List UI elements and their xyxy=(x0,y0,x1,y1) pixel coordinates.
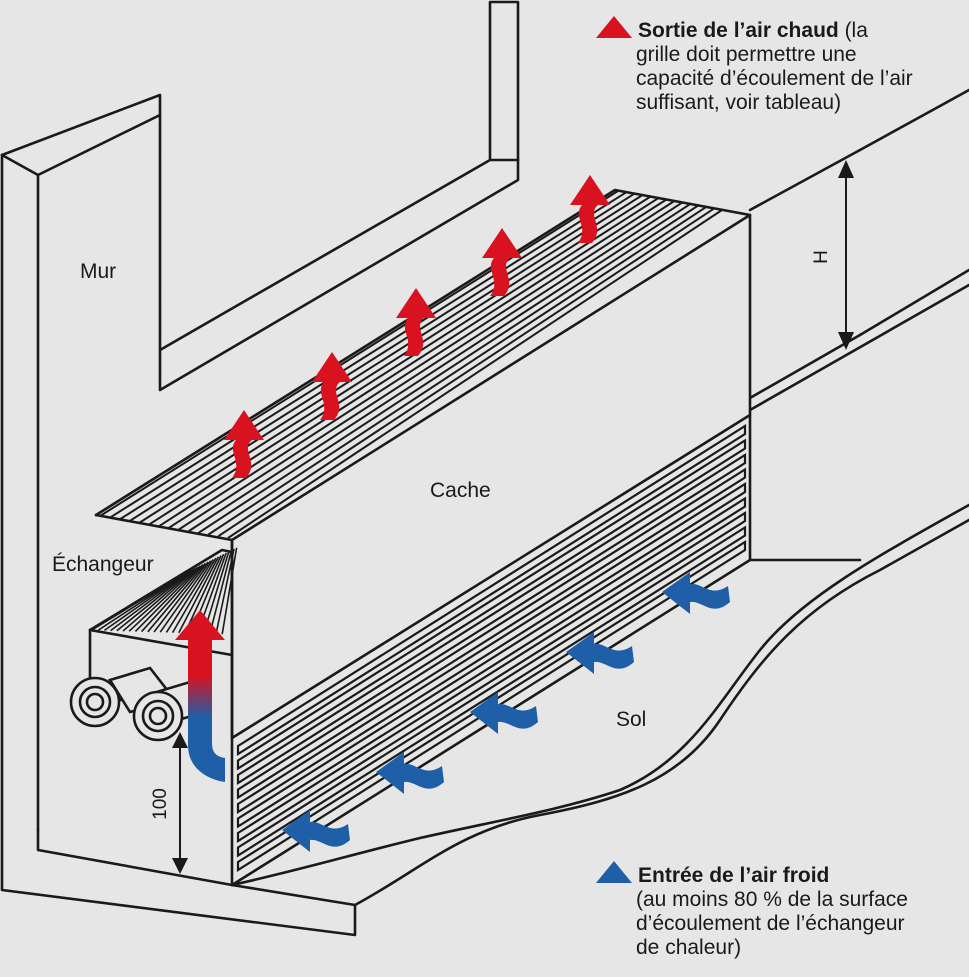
floor-label: Sol xyxy=(616,708,647,731)
cold-air-arrows xyxy=(282,572,730,852)
grille-slat xyxy=(227,209,723,539)
exchanger-fin xyxy=(134,565,201,632)
grille-slat xyxy=(99,190,619,517)
hot-air-text-2: grille doit permettre une xyxy=(636,43,857,66)
front-grille-slot xyxy=(236,525,747,858)
exchanger-fin xyxy=(91,574,183,631)
cold-air-text-4: de chaleur) xyxy=(636,936,742,959)
grille-slat xyxy=(119,193,635,521)
cold-air-arrow xyxy=(566,632,634,674)
hot-air-arrow xyxy=(312,352,352,420)
grille-slat xyxy=(109,191,627,519)
exchanger-fin xyxy=(141,564,204,633)
hot-air-text-1: (la xyxy=(838,19,868,42)
exchanger-fin xyxy=(209,550,233,635)
exchanger-fin xyxy=(171,557,217,634)
riser-air-arrow xyxy=(175,610,225,782)
hot-air-text-4: suffisant, voir tableau) xyxy=(636,91,842,114)
height-dimension xyxy=(838,160,854,350)
floor-outline xyxy=(36,88,969,907)
exchanger-label: Échangeur xyxy=(52,553,154,576)
floor-gap-dimension xyxy=(172,732,188,874)
cold-air-legend: Entrée de l’air froid (au moins 80 % de … xyxy=(596,861,908,960)
exchanger-fin xyxy=(147,562,207,633)
hot-air-arrow xyxy=(482,228,522,296)
exchanger-fin xyxy=(122,567,196,632)
exchanger-fin xyxy=(103,571,188,632)
grille-slat xyxy=(188,203,691,533)
cold-air-arrow xyxy=(470,692,538,734)
blue-up-triangle-icon xyxy=(596,861,632,883)
hot-air-legend: Sortie de l’air chaud (la grille doit pe… xyxy=(596,16,913,115)
grille-slat xyxy=(197,204,699,534)
exchanger-fin xyxy=(215,548,235,635)
hot-air-arrow xyxy=(224,410,264,478)
cold-air-title: Entrée de l’air froid xyxy=(638,864,830,887)
grille-slat xyxy=(148,197,659,526)
hot-air-arrow xyxy=(570,175,610,243)
hot-air-title: Sortie de l’air chaud xyxy=(638,19,839,42)
grille-slat xyxy=(207,206,707,536)
exchanger-fin xyxy=(221,547,238,635)
exchanger-fin xyxy=(178,556,220,634)
hot-air-text-3: capacité d’écoulement de l’air xyxy=(636,67,913,90)
wall-outline xyxy=(0,0,520,937)
cold-air-text-2: (au moins 80 % de la surface xyxy=(636,888,908,911)
front-grille-slot xyxy=(236,453,747,785)
grille-slat xyxy=(129,194,643,522)
exchanger-fin xyxy=(110,570,191,632)
grille-slat xyxy=(217,207,715,538)
cold-air-arrow xyxy=(662,572,730,614)
grille-slat xyxy=(168,200,675,529)
cover-label: Cache xyxy=(430,479,491,502)
grille-slat xyxy=(138,196,651,524)
front-grille-slot xyxy=(236,467,747,800)
cold-air-arrow xyxy=(376,752,444,794)
top-grille xyxy=(99,190,723,539)
hot-air-arrows xyxy=(224,175,610,478)
height-dimension-label: H xyxy=(810,250,832,264)
exchanger-fin xyxy=(165,558,214,633)
wall-label: Mur xyxy=(80,260,117,283)
exchanger-fin xyxy=(184,555,222,634)
exchanger-fin xyxy=(97,573,186,631)
pipe-connectors xyxy=(69,666,207,742)
front-grille-slot xyxy=(236,511,747,843)
cold-air-text-3: d’écoulement de l’échangeur xyxy=(636,912,905,935)
exchanger-fin xyxy=(159,560,212,633)
front-grille-slot xyxy=(236,424,747,756)
front-grille-slot xyxy=(236,496,747,829)
front-grille-slot xyxy=(236,438,747,771)
exchanger-fin xyxy=(128,566,199,632)
exchanger-fin xyxy=(116,569,193,632)
red-up-triangle-icon xyxy=(596,16,632,38)
cold-air-arrow xyxy=(282,810,350,852)
floor-gap-dimension-label: 100 xyxy=(149,788,171,820)
grille-slat xyxy=(178,201,683,531)
front-grille-slot xyxy=(236,482,747,814)
hot-air-arrow xyxy=(396,288,436,356)
exchanger-fin xyxy=(153,561,209,633)
